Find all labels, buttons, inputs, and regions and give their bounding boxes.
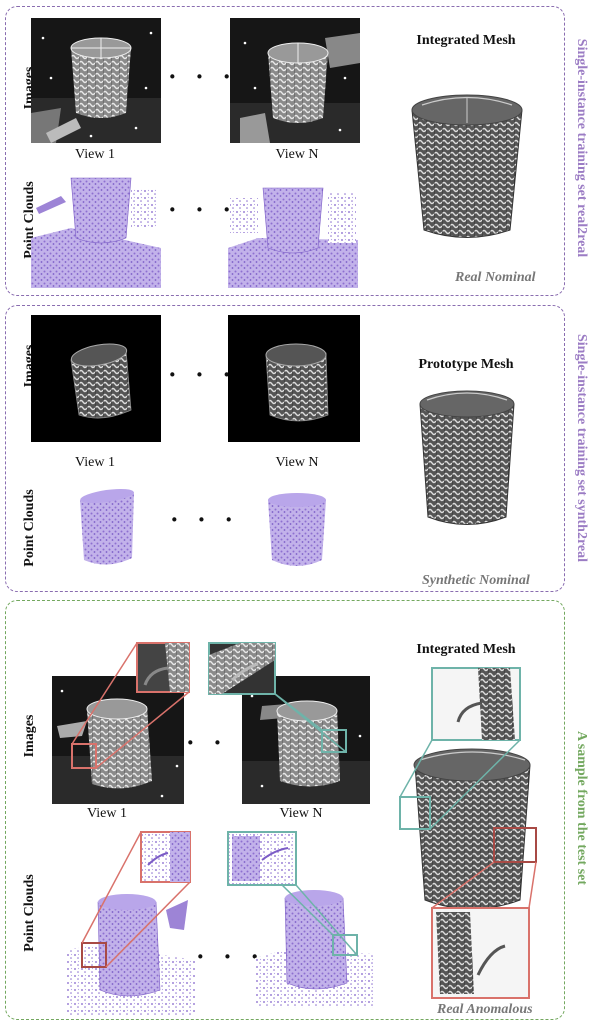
view-label-n: View N	[275, 147, 319, 162]
panel-real2real	[5, 6, 565, 296]
point-cloud-view-1	[31, 177, 161, 288]
integrated-mesh	[411, 94, 523, 238]
corner-label: Real Nominal	[455, 270, 536, 285]
synthetic-point-cloud-view-1	[80, 488, 134, 565]
anomalous-image-view-n	[242, 676, 370, 804]
camera-image-view-n	[230, 18, 360, 143]
panel-test-sample	[5, 600, 565, 1020]
view-label-1: View 1	[75, 455, 115, 470]
anomalous-point-cloud-view-n	[255, 890, 375, 1008]
synthetic-image-view-1	[31, 315, 161, 442]
mesh-title: Prototype Mesh	[418, 357, 514, 372]
synthetic-point-cloud-view-n	[268, 493, 326, 566]
anomalous-point-cloud-view-1	[66, 894, 196, 1015]
panel-synth2real	[5, 305, 565, 592]
point-cloud-view-n	[228, 187, 358, 288]
view-label-1: View 1	[75, 147, 115, 162]
mesh-title: Integrated Mesh	[416, 33, 516, 48]
camera-image-view-1	[31, 18, 161, 143]
anomalous-image-view-1	[52, 676, 184, 804]
view-label-n: View N	[275, 455, 319, 470]
corner-label: Synthetic Nominal	[422, 573, 530, 588]
synthetic-image-view-n	[228, 315, 360, 442]
side-label-test-set: A sample from the test set	[574, 730, 589, 886]
view-label-1: View 1	[87, 806, 127, 821]
corner-label: Real Anomalous	[437, 1002, 533, 1017]
prototype-mesh	[419, 390, 515, 525]
mesh-title: Integrated Mesh	[416, 642, 516, 657]
view-label-n: View N	[279, 806, 323, 821]
